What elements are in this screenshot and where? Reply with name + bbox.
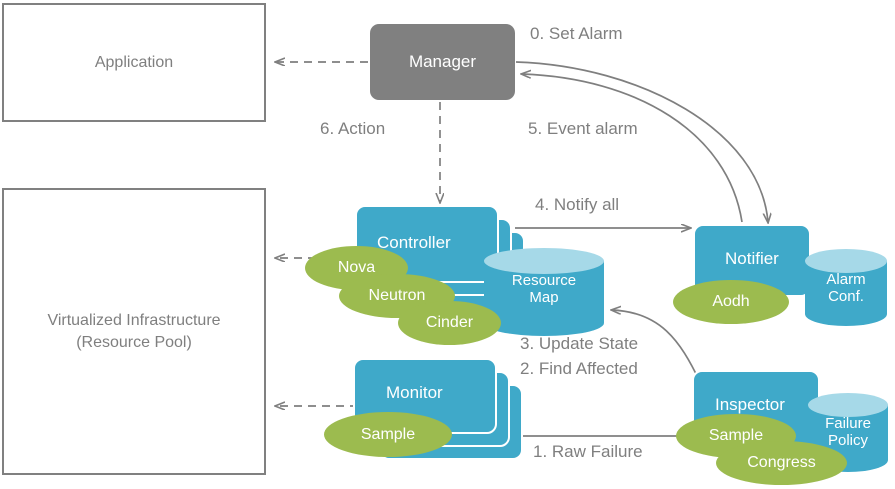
failure-policy-cylinder: Failure Policy <box>808 393 888 472</box>
infrastructure-label-line1: Virtualized Infrastructure <box>47 311 221 329</box>
alarm-conf-line2: Conf. <box>828 288 864 306</box>
connector-update-state <box>612 310 701 383</box>
failure-policy-line1: Failure <box>825 415 871 432</box>
resource-map-line2: Map <box>529 289 559 307</box>
pill-nova-label: Nova <box>337 259 376 276</box>
controller-label: Controller <box>377 233 451 252</box>
resource-map-cylinder: Resource Map <box>484 248 604 336</box>
failure-policy-label: Failure Policy <box>808 415 888 450</box>
application-box: Application <box>2 3 266 122</box>
connector-event-alarm <box>522 74 743 223</box>
pill-congress-label: Congress <box>747 454 816 471</box>
notifier-label: Notifier <box>725 249 779 268</box>
pill-nova: Nova <box>305 246 408 290</box>
flow-label-3: 3. Update State <box>520 334 639 353</box>
pill-sample-monitor-label: Sample <box>360 425 416 443</box>
pill-congress: Congress <box>716 441 847 485</box>
flow-label-4: 4. Notify all <box>535 195 620 214</box>
flow-label-5: 5. Event alarm <box>528 119 638 138</box>
pill-sample-monitor: Sample <box>324 412 452 457</box>
connector-set-alarm <box>515 61 768 222</box>
failure-policy-line2: Policy <box>827 432 868 450</box>
resource-map-line1: Resource <box>511 272 577 289</box>
pill-aodh-label: Aodh <box>712 293 750 310</box>
flow-label-2: 2. Find Affected <box>520 359 638 378</box>
flow-label-1: 1. Raw Failure <box>533 442 643 461</box>
infrastructure-label-line2: (Resource Pool) <box>76 333 192 351</box>
application-label: Application <box>94 53 174 71</box>
alarm-conf-label: Alarm Conf. <box>805 271 887 306</box>
infrastructure-box: Virtualized Infrastructure (Resource Poo… <box>2 188 266 475</box>
pill-neutron: Neutron <box>339 274 455 318</box>
flow-label-0: 0. Set Alarm <box>530 24 623 43</box>
monitor-label: Monitor <box>386 383 443 402</box>
flow-label-6: 6. Action <box>320 119 386 138</box>
pill-sample-inspector-label: Sample <box>708 427 764 444</box>
pill-cinder-label: Cinder <box>425 314 474 331</box>
manager-box: Manager <box>370 24 515 100</box>
pill-aodh: Aodh <box>673 280 789 324</box>
inspector-label: Inspector <box>715 395 785 414</box>
alarm-conf-line1: Alarm <box>826 271 866 288</box>
pill-cinder: Cinder <box>398 301 501 345</box>
resource-map-label: Resource Map <box>484 272 604 307</box>
pill-neutron-label: Neutron <box>368 287 426 304</box>
manager-label: Manager <box>408 52 477 71</box>
alarm-conf-cylinder: Alarm Conf. <box>805 249 887 326</box>
